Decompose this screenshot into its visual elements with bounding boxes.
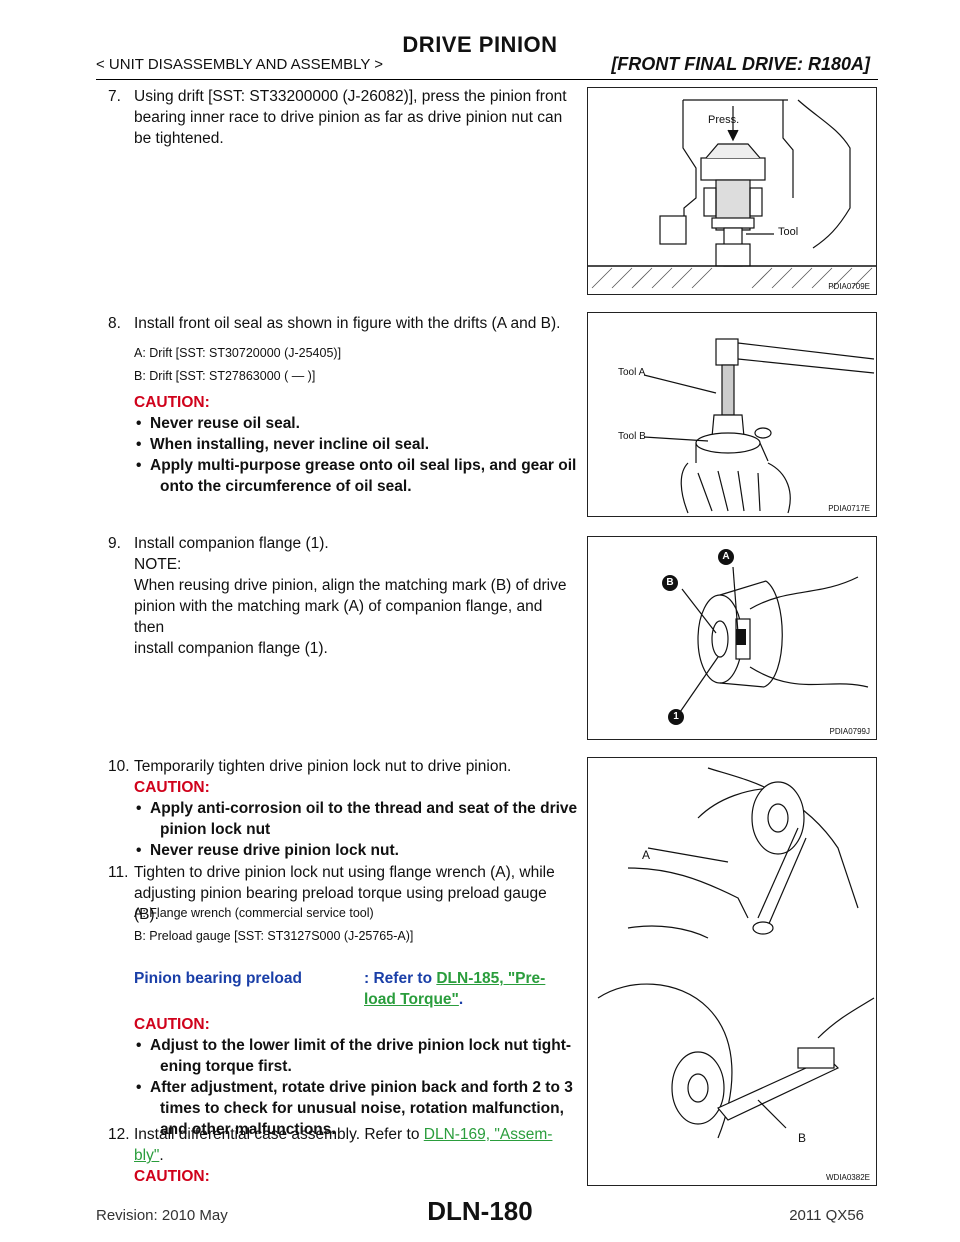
label-press: Press. — [708, 114, 740, 126]
footer-model: 2011 QX56 — [789, 1207, 864, 1224]
preload-adjust-illustration — [597, 767, 875, 1139]
step-12: 12.Install differential case assembly. R… — [108, 1126, 553, 1185]
marker-1: 1 — [668, 709, 684, 725]
marker-b: B — [662, 575, 678, 591]
step-8: 8.Install front oil seal as shown in fig… — [108, 315, 561, 332]
link-dln-185-cont[interactable]: load Torque" — [364, 991, 459, 1008]
figure-oil-seal: Tool A Tool B PDIA0717E — [587, 312, 877, 517]
figure-press-bearing: Press. Tool PDIA0709E — [587, 87, 877, 295]
preload-spec: Pinion bearing preload: Refer to DLN-185… — [134, 970, 546, 1008]
link-dln-169-cont[interactable]: bly" — [134, 1147, 160, 1164]
footer-revision: Revision: 2010 May — [96, 1207, 228, 1224]
label-tool-b: Tool B — [618, 431, 646, 442]
figure-code: PDIA0709E — [828, 282, 870, 291]
section-code: [FRONT FINAL DRIVE: R180A] — [611, 54, 870, 74]
marker-a: A — [718, 549, 734, 565]
spec-label: Pinion bearing preload — [134, 970, 302, 987]
label-a: A — [642, 848, 651, 862]
label-tool: Tool — [778, 226, 799, 238]
link-dln-185[interactable]: DLN-185, "Pre- — [436, 970, 546, 987]
step-10-caution: CAUTION: •Apply anti-corrosion oil to th… — [134, 779, 578, 859]
step-9: 9.Install companion flange (1). NOTE: Wh… — [108, 535, 567, 657]
step-11-legend: A: Flange wrench (commercial service too… — [134, 906, 414, 943]
section-breadcrumb: < UNIT DISASSEMBLY AND ASSEMBLY > — [96, 56, 384, 73]
step-8-caution: CAUTION: •Never reuse oil seal. •When in… — [134, 394, 577, 495]
figure-code: PDIA0717E — [828, 504, 870, 513]
step-10: 10.Temporarily tighten drive pinion lock… — [108, 758, 512, 775]
figure-preload-adjust: A B WDIA0382E — [587, 757, 877, 1186]
label-b: B — [798, 1131, 807, 1145]
header-rule — [96, 79, 878, 80]
figure-companion-flange: A B 1 PDIA0799J — [587, 536, 877, 740]
page-title: DRIVE PINION — [402, 32, 558, 57]
link-dln-169[interactable]: DLN-169, "Assem- — [423, 1126, 553, 1143]
step-7: 7.Using drift [SST: ST33200000 (J-26082)… — [108, 88, 567, 147]
step-11-caution: CAUTION: •Adjust to the lower limit of t… — [134, 1016, 573, 1138]
figure-code: PDIA0799J — [829, 727, 870, 736]
press-bearing-illustration — [588, 99, 876, 289]
oil-seal-illustration — [643, 338, 875, 514]
step-8-legend: A: Drift [SST: ST30720000 (J-25405)] B: … — [134, 346, 342, 383]
step-11: 11.Tighten to drive pinion lock nut usin… — [108, 864, 555, 923]
page-number: DLN-180 — [427, 1196, 533, 1226]
companion-flange-illustration — [677, 566, 869, 716]
label-tool-a: Tool A — [618, 367, 646, 378]
figure-code: WDIA0382E — [825, 1173, 870, 1182]
